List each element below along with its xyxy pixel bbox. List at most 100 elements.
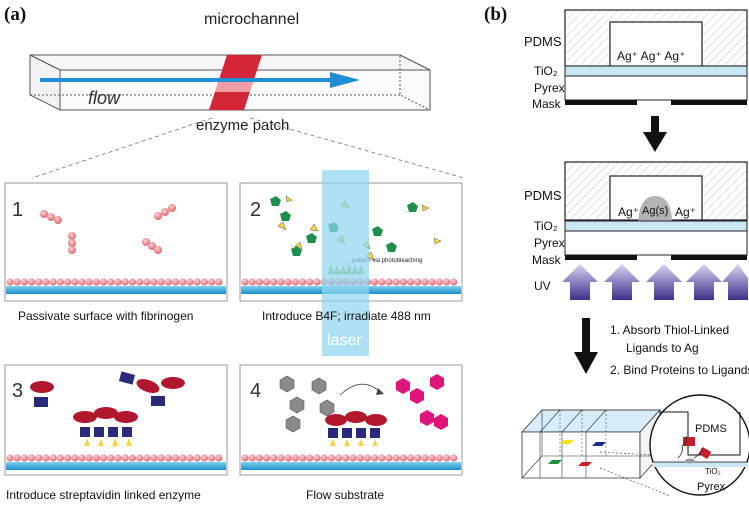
fibrinogen-bead bbox=[255, 278, 263, 286]
fibrinogen-bead bbox=[114, 454, 122, 462]
fibrinogen-bead bbox=[414, 454, 422, 462]
fibrinogen-bead bbox=[435, 454, 443, 462]
pdms-label-top: PDMS bbox=[524, 34, 562, 49]
process-step-2: 2. Bind Proteins to Ligands bbox=[610, 363, 749, 377]
step-3-number: 3 bbox=[12, 380, 23, 402]
magnified-inset bbox=[649, 394, 749, 496]
fibrinogen-bead bbox=[200, 454, 208, 462]
substrate-molecules bbox=[279, 375, 335, 433]
microfluidic-device bbox=[521, 408, 671, 497]
fibrinogen-bead bbox=[186, 278, 194, 286]
fibrinogen-bead bbox=[349, 454, 357, 462]
ligand-protein bbox=[677, 435, 712, 464]
photobleach-note: pattern via photobleaching bbox=[352, 258, 422, 264]
fibrinogen-bead bbox=[270, 454, 278, 462]
fibrinogen-bead bbox=[435, 278, 443, 286]
fibrinogen-bead bbox=[20, 454, 28, 462]
fibrinogen-bead bbox=[327, 454, 335, 462]
fibrinogen-bead bbox=[428, 454, 436, 462]
silver-ion-right: Ag⁺ bbox=[675, 205, 696, 219]
fibrinogen-bead bbox=[378, 454, 386, 462]
fibrinogen-bead bbox=[172, 278, 180, 286]
protein-spot-red bbox=[578, 462, 592, 466]
fibrinogen-bead bbox=[363, 454, 371, 462]
step-2-number: 2 bbox=[250, 199, 261, 221]
fibrinogen-bead bbox=[78, 454, 86, 462]
fibrinogen-bead bbox=[248, 454, 256, 462]
step-1-caption: Passivate surface with fibrinogen bbox=[18, 309, 193, 323]
silver-ions-top: Ag⁺ Ag⁺ Ag⁺ bbox=[617, 49, 685, 63]
panel-a-label: (a) bbox=[4, 4, 26, 25]
fibrinogen-bead bbox=[78, 278, 86, 286]
fibrinogen-bead bbox=[13, 454, 21, 462]
fibrinogen-bead bbox=[28, 278, 36, 286]
fibrinogen-bead bbox=[71, 454, 79, 462]
fibrinogen-bead bbox=[179, 278, 187, 286]
step-1-number: 1 bbox=[12, 199, 23, 221]
fibrinogen-bead bbox=[277, 454, 285, 462]
fibrinogen-bead bbox=[107, 278, 115, 286]
fibrinogen-bead bbox=[64, 278, 72, 286]
pdms-label-middle: PDMS bbox=[524, 188, 562, 203]
fibrinogen-bead bbox=[85, 454, 93, 462]
fibrinogen-bead bbox=[200, 278, 208, 286]
fibrinogen-bead bbox=[414, 278, 422, 286]
step-3-panel: 3 bbox=[4, 364, 228, 476]
tio2-label-top: TiO₂ bbox=[534, 64, 558, 78]
fibrinogen-bead bbox=[56, 454, 64, 462]
fibrinogen-bead bbox=[13, 278, 21, 286]
pyrex-layer bbox=[564, 230, 748, 256]
fibrinogen-bead bbox=[371, 454, 379, 462]
fibrinogen-bead bbox=[157, 278, 165, 286]
fibrinogen-bead bbox=[85, 278, 93, 286]
fibrinogen-bead bbox=[215, 278, 223, 286]
fibrinogen-bead bbox=[342, 454, 350, 462]
fibrinogen-bead bbox=[6, 278, 14, 286]
fibrinogen-bead bbox=[136, 454, 144, 462]
fibrinogen-bead bbox=[186, 454, 194, 462]
panel-b: (b) PDMS Ag⁺ Ag⁺ Ag⁺ TiO₂ Pyrex Mask bbox=[484, 4, 749, 497]
substrate-surface bbox=[241, 462, 461, 470]
product-molecules bbox=[396, 374, 448, 430]
fibrinogen-bead bbox=[313, 278, 321, 286]
process-step-1-line1: 1. Absorb Thiol-Linked bbox=[610, 323, 729, 337]
mask-left bbox=[565, 255, 637, 260]
fibrinogen-bead bbox=[193, 278, 201, 286]
fibrinogen-bead bbox=[6, 454, 14, 462]
fibrinogen-bead bbox=[443, 454, 451, 462]
mask-right bbox=[671, 255, 747, 260]
fibrinogen-bead bbox=[450, 454, 458, 462]
tio2-layer bbox=[564, 65, 748, 77]
fibrinogen-bead bbox=[270, 278, 278, 286]
step-2-caption: Introduce B4F; irradiate 488 nm bbox=[262, 309, 431, 323]
process-step-1-line2: Ligands to Ag bbox=[626, 341, 699, 355]
fibrinogen-bead bbox=[407, 278, 415, 286]
layer-stack-before-uv bbox=[564, 9, 748, 105]
fibrinogen-bead bbox=[143, 454, 151, 462]
pyrex-layer bbox=[564, 75, 748, 101]
enzyme-conjugates bbox=[30, 371, 185, 446]
fibrinogen-bead bbox=[35, 454, 43, 462]
fibrinogen-bead bbox=[299, 278, 307, 286]
fibrinogen-bead bbox=[277, 278, 285, 286]
fibrinogen-bead bbox=[399, 278, 407, 286]
microchannel-label: microchannel bbox=[204, 11, 299, 28]
step-1-panel: 1 bbox=[4, 182, 228, 302]
flow-arrow bbox=[40, 72, 360, 88]
fibrinogen-bead bbox=[179, 454, 187, 462]
silver-ion-left: Ag⁺ bbox=[618, 205, 639, 219]
substrate-surface bbox=[6, 286, 226, 294]
fibrinogen-bead bbox=[255, 454, 263, 462]
fibrinogen-bead bbox=[150, 454, 158, 462]
fibrinogen-bead bbox=[306, 454, 314, 462]
protein-spot-yellow bbox=[560, 440, 574, 444]
fibrinogen-bead bbox=[128, 278, 136, 286]
tio2-label-middle: TiO₂ bbox=[534, 219, 558, 233]
fibrinogen-bead bbox=[443, 278, 451, 286]
fibrinogen-layer bbox=[241, 454, 458, 462]
substrate-surface bbox=[6, 462, 226, 470]
fibrinogen-bead bbox=[121, 454, 129, 462]
fibrinogen-bead bbox=[335, 454, 343, 462]
fibrinogen-bead bbox=[263, 454, 271, 462]
